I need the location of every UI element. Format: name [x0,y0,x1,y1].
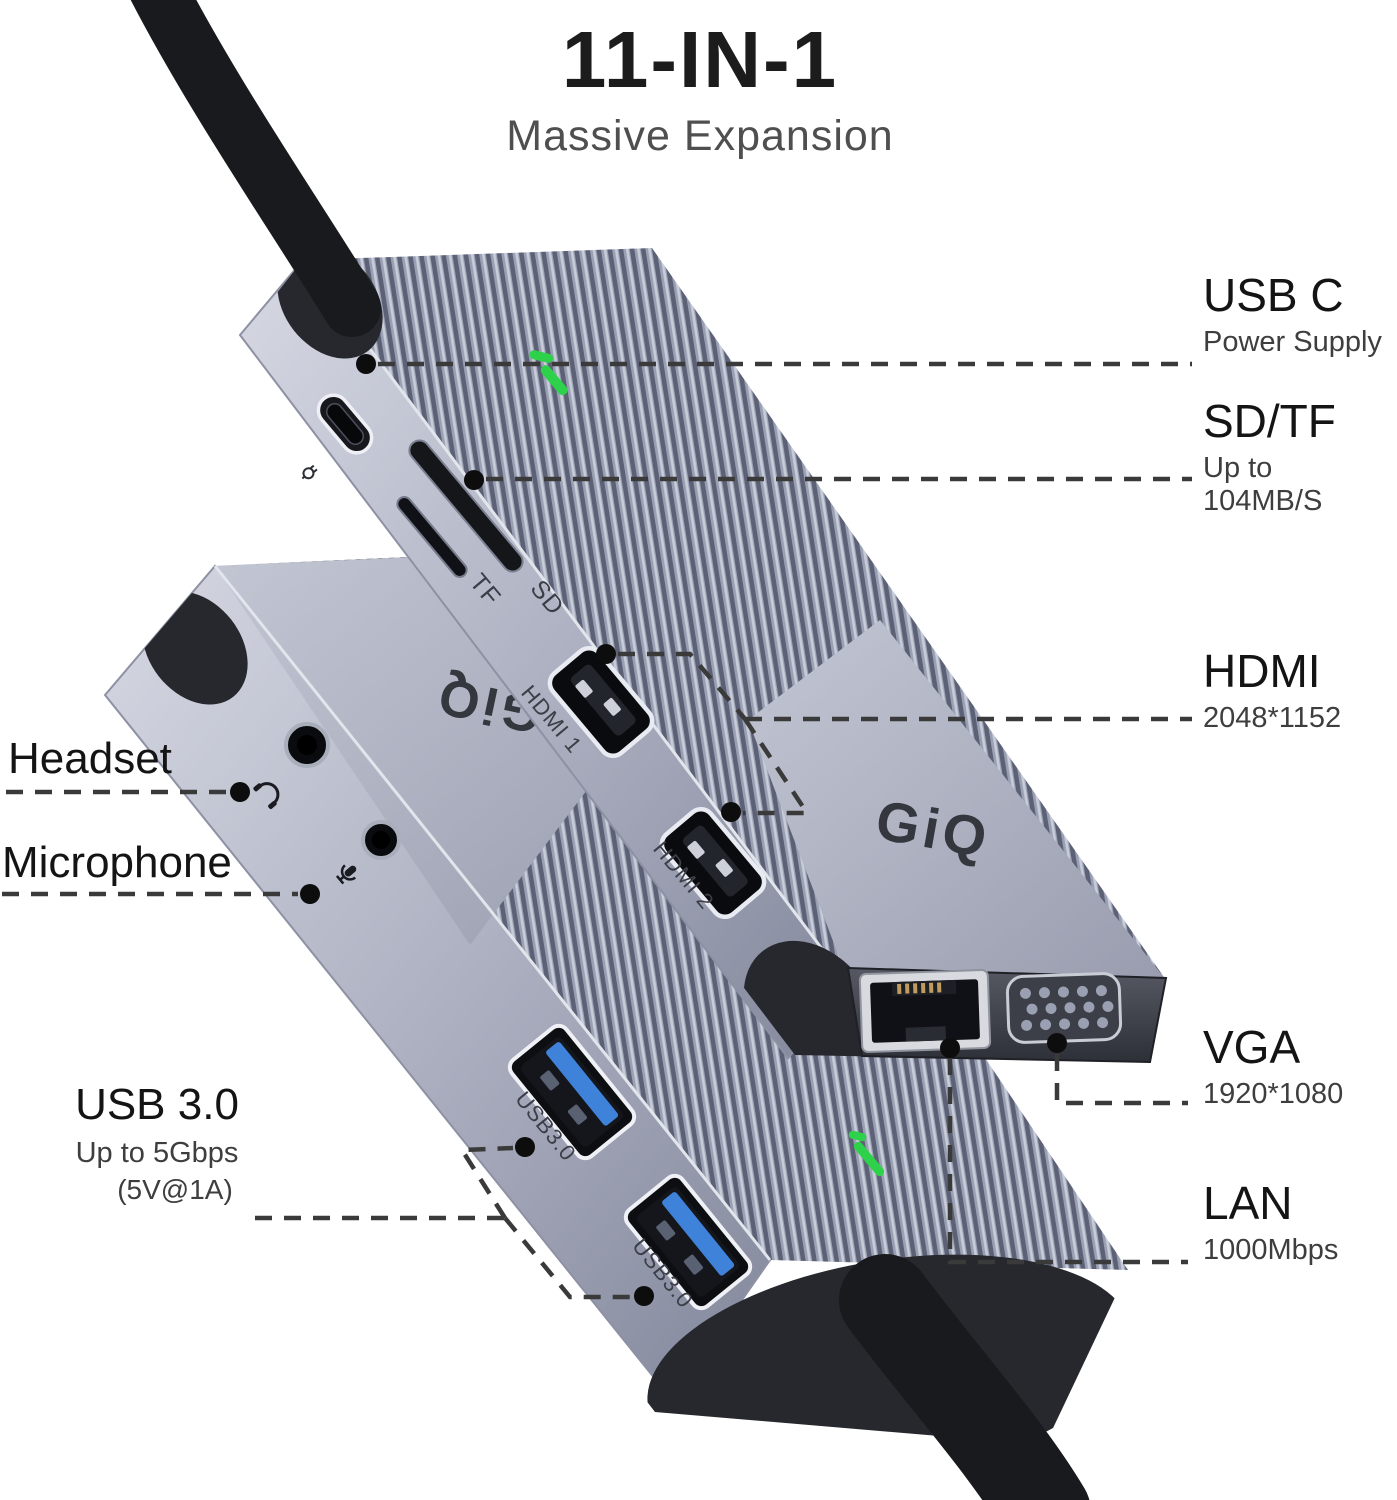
sd-card-slot [408,439,524,573]
led-indicator-bottom [848,1130,885,1177]
usb3-port-2 [623,1173,753,1311]
callout-lines [2,361,1192,1300]
callout-sd-tf: SD/TF Up to 104MB/S [1203,396,1397,518]
title-heading: 11-IN-1 [561,15,839,104]
callout-microphone-label: Microphone [2,838,232,887]
callout-dot-usb3-2 [634,1286,654,1306]
callout-dot-hdmi2 [721,802,741,822]
callout-line-hdmi1 [618,651,747,721]
callout-microphone: Microphone [2,838,232,887]
callout-sd-tf-label: SD/TF [1203,395,1336,447]
lower-edge-highlight [213,565,772,1261]
callout-dot-hdmi1 [596,644,616,664]
microphone-jack-hole [372,831,390,849]
callout-vga-sub: 1920*1080 [1203,1077,1344,1110]
callout-usb-c-label: USB C [1203,269,1344,321]
ethernet-port [858,968,992,1054]
power-plug-icon [301,464,318,480]
hdmi-2-port [659,806,767,920]
callout-usb3: USB 3.0 Up to 5Gbps (5V@1A) [62,1080,252,1206]
lower-hub-device: USB3.0 USB3.0 GiQ [103,546,1128,1500]
callout-lan-label: LAN [1203,1177,1293,1229]
callout-headset-label: Headset [8,734,172,783]
hdmi-1-port [547,645,655,759]
callout-headset: Headset [8,734,172,783]
callout-usb-c-sub: Power Supply [1203,325,1382,358]
callout-usb-c: USB C Power Supply [1203,270,1382,359]
usb3-port-1 [507,1023,637,1161]
callout-line-hdmi2 [743,717,812,816]
callout-dot-usb3-1 [515,1137,535,1157]
headset-jack-hole [297,735,317,755]
callout-dot-headset [230,782,250,802]
headset-icon [253,782,280,809]
callout-sd-tf-sub: Up to 104MB/S [1203,451,1323,517]
tf-card-slot [396,496,468,578]
callout-usb3-sub2: (5V@1A) [117,1174,233,1206]
vga-port [1005,972,1123,1044]
callout-dot-microphone [300,884,320,904]
upper-hub-device: TF SD HDMI 1 HDMI 2 GiQ [238,248,1168,1064]
usb-cable-top [130,0,381,337]
microphone-icon [335,864,357,885]
callout-lan: LAN 1000Mbps [1203,1178,1338,1267]
callout-dot-usb-c [356,354,376,374]
callout-usb3-label: USB 3.0 [75,1080,239,1129]
usb-c-port [316,393,374,455]
led-indicator-top [529,350,568,396]
callout-anchor-dots [230,354,1067,1306]
upper-top-smooth-area [748,620,1166,985]
callout-dot-lan [940,1038,960,1058]
callout-dot-vga [1047,1033,1067,1053]
callout-hdmi: HDMI 2048*1152 [1203,646,1341,735]
callout-line-usb3-branch-2 [503,1216,632,1300]
page-title: 11-IN-1 Massive Expansion [470,14,930,161]
upper-edge-highlight [301,259,852,987]
callout-vga: VGA 1920*1080 [1203,1022,1343,1111]
callout-lan-sub: 1000Mbps [1203,1233,1339,1266]
callout-line-vga [1054,1054,1188,1106]
callout-line-lan [947,1058,1188,1265]
callout-hdmi-sub: 2048*1152 [1203,701,1342,734]
callout-dot-sd-tf [464,470,484,490]
title-subheading: Massive Expansion [506,112,894,160]
usb-cable-bottom [839,1254,1090,1500]
callout-hdmi-label: HDMI [1203,645,1321,697]
callout-usb3-sub: Up to 5Gbps [75,1137,239,1170]
callout-vga-label: VGA [1203,1021,1301,1073]
